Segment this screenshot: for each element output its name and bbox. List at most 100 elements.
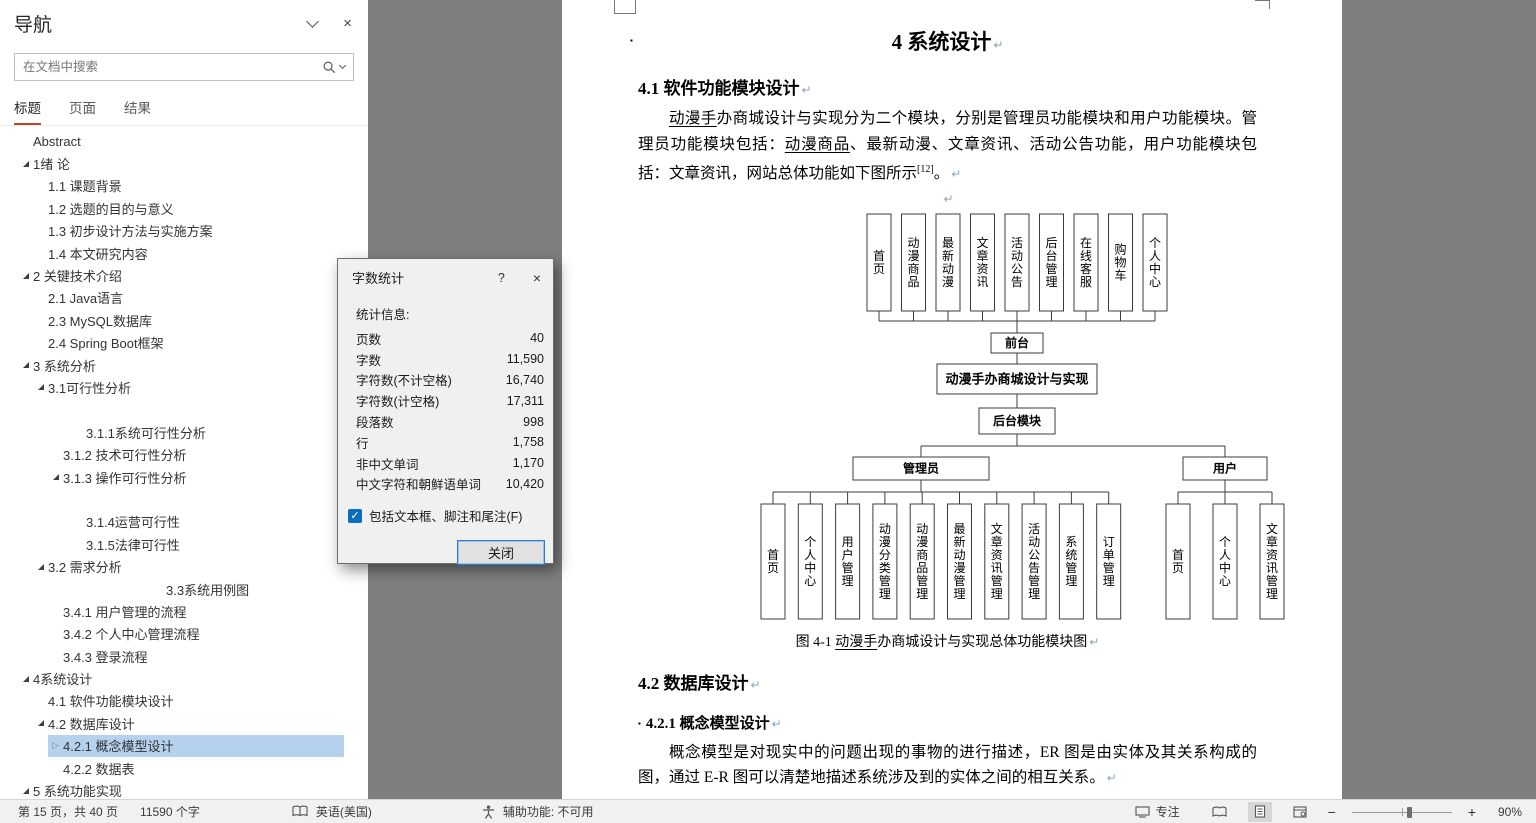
svg-text:动: 动 xyxy=(916,522,928,536)
collapse-triangle-icon[interactable] xyxy=(18,273,33,279)
svg-text:管理员: 管理员 xyxy=(903,460,939,475)
focus-mode-button[interactable]: 专注 xyxy=(1135,803,1180,820)
stat-label: 非中文单词 xyxy=(356,457,419,472)
expand-triangle-icon[interactable]: ▷ xyxy=(52,740,59,751)
svg-text:动: 动 xyxy=(953,548,965,562)
svg-text:漫: 漫 xyxy=(953,561,965,575)
nav-tab-pages[interactable]: 页面 xyxy=(69,101,96,116)
nav-item[interactable]: 2 关键技术介绍 xyxy=(18,264,344,286)
nav-item-label: 3.1.2 技术可行性分析 xyxy=(63,448,187,464)
stat-row: 字符数(不计空格)16,740 xyxy=(356,370,544,391)
read-mode-button[interactable] xyxy=(1208,802,1232,822)
nav-item[interactable]: Abstract xyxy=(18,130,344,152)
zoom-in-button[interactable]: + xyxy=(1467,803,1476,820)
stat-label: 页数 xyxy=(356,332,382,347)
nav-item[interactable]: 2.1 Java语言 xyxy=(33,287,344,309)
stat-label: 行 xyxy=(356,436,369,451)
nav-item[interactable]: 1.4 本文研究内容 xyxy=(33,242,344,264)
stat-value: 11,590 xyxy=(506,352,544,367)
nav-item[interactable]: 3.4.2 个人中心管理流程 xyxy=(48,623,344,645)
nav-item[interactable]: 5 系统功能实现 xyxy=(18,779,344,801)
svg-text:漫: 漫 xyxy=(879,535,891,549)
nav-tab-headings[interactable]: 标题 xyxy=(14,97,41,125)
svg-text:理: 理 xyxy=(953,587,965,601)
nav-item[interactable]: 3.4.3 登录流程 xyxy=(48,645,344,667)
nav-item[interactable]: 3 系统分析 xyxy=(18,354,344,376)
search-input[interactable] xyxy=(15,60,322,74)
nav-item[interactable]: ▷ 4.2.1 概念模型设计 xyxy=(48,734,344,757)
svg-text:理: 理 xyxy=(879,587,891,601)
zoom-slider[interactable] xyxy=(1351,805,1452,819)
collapse-triangle-icon[interactable] xyxy=(18,676,33,682)
nav-item-label: 4.2.1 概念模型设计 xyxy=(63,739,174,755)
language-status[interactable]: 英语(美国) xyxy=(315,805,372,819)
page-number-status[interactable]: 第 15 页，共 40 页 xyxy=(18,805,119,819)
print-layout-button[interactable] xyxy=(1247,801,1272,822)
nav-item[interactable]: 4系统设计 xyxy=(18,667,344,689)
nav-item[interactable]: 3.2 需求分析 xyxy=(33,555,344,577)
nav-item[interactable]: 3.1.2 技术可行性分析 xyxy=(48,443,344,465)
nav-item[interactable]: 1.3 初步设计方法与实施方案 xyxy=(33,220,344,242)
nav-item[interactable]: 2.4 Spring Boot框架 xyxy=(33,332,344,354)
web-layout-button[interactable] xyxy=(1288,802,1312,822)
zoom-slider-tick xyxy=(1401,807,1403,816)
collapse-triangle-icon[interactable] xyxy=(33,384,48,390)
nav-item[interactable]: 1绪 论 xyxy=(18,152,344,174)
zoom-slider-thumb[interactable] xyxy=(1406,806,1412,818)
nav-item[interactable]: 3.1.3 操作可行性分析 xyxy=(48,466,344,488)
nav-item[interactable]: 1.2 选题的目的与意义 xyxy=(33,197,344,219)
collapse-triangle-icon[interactable] xyxy=(33,720,48,726)
nav-tab-results[interactable]: 结果 xyxy=(124,101,151,116)
svg-text:中: 中 xyxy=(1149,261,1161,276)
figure-caption: 图 4-1 动漫手办商城设计与实现总体功能模块图↵ xyxy=(638,631,1257,651)
svg-text:线: 线 xyxy=(1080,249,1092,263)
nav-item[interactable]: 3.1.1系统可行性分析 xyxy=(71,421,344,443)
nav-item[interactable]: 4.1 软件功能模块设计 xyxy=(33,690,344,712)
svg-text:客: 客 xyxy=(1080,261,1092,276)
nav-item-label: 2.4 Spring Boot框架 xyxy=(48,336,164,352)
nav-item[interactable]: 3.1.5法律可行性 xyxy=(71,533,344,555)
collapse-triangle-icon[interactable] xyxy=(48,474,63,480)
accessibility-icon[interactable] xyxy=(482,805,495,819)
dialog-titlebar[interactable]: 字数统计 ? × xyxy=(338,259,553,291)
svg-text:理: 理 xyxy=(1045,275,1057,289)
zoom-out-button[interactable]: − xyxy=(1327,803,1336,820)
nav-item[interactable]: 4.2 数据库设计 xyxy=(33,712,344,734)
close-pane-icon[interactable]: × xyxy=(343,15,352,32)
include-footnotes-option[interactable]: ✓ 包括文本框、脚注和尾注(F) xyxy=(338,494,553,525)
collapse-triangle-icon[interactable] xyxy=(18,161,33,167)
svg-text:个: 个 xyxy=(1219,535,1231,549)
checkbox-checked-icon[interactable]: ✓ xyxy=(348,508,362,523)
nav-item[interactable]: 3.1.4运营可行性 xyxy=(71,511,344,533)
zoom-percentage[interactable]: 90% xyxy=(1497,804,1522,819)
svg-text:讯: 讯 xyxy=(991,561,1003,575)
close-dialog-icon[interactable]: × xyxy=(532,269,541,286)
collapse-triangle-icon[interactable] xyxy=(33,564,48,570)
nav-item[interactable]: 3.4.1 用户管理的流程 xyxy=(48,600,344,622)
search-options-chevron-icon[interactable] xyxy=(338,61,347,69)
document-page[interactable]: ▪ 4 系统设计↵ 4.1 软件功能模块设计↵ 动漫手办商城设计与实现分为二个模… xyxy=(562,0,1342,799)
nav-item[interactable]: 3.3系统用例图 xyxy=(151,578,344,600)
nav-item[interactable]: 3.1可行性分析 xyxy=(33,376,344,398)
svg-text:单: 单 xyxy=(1103,548,1115,562)
nav-blank-row xyxy=(0,488,344,510)
svg-text:中: 中 xyxy=(1219,560,1231,575)
close-button[interactable]: 关闭 xyxy=(457,540,545,566)
svg-text:心: 心 xyxy=(1149,275,1161,289)
svg-text:动: 动 xyxy=(942,262,954,276)
accessibility-status[interactable]: 辅助功能: 不可用 xyxy=(502,805,594,819)
stat-value: 10,420 xyxy=(505,476,544,491)
svg-text:个: 个 xyxy=(804,535,816,549)
chevron-down-icon[interactable] xyxy=(306,15,320,28)
nav-item[interactable]: 1.1 课题背景 xyxy=(33,175,344,197)
collapse-triangle-icon[interactable] xyxy=(18,788,33,794)
collapse-triangle-icon[interactable] xyxy=(18,362,33,368)
nav-item[interactable]: 4.2.2 数据表 xyxy=(48,757,344,779)
proofing-icon[interactable] xyxy=(292,805,308,818)
search-icon[interactable] xyxy=(322,60,337,75)
help-icon[interactable]: ? xyxy=(497,270,505,285)
nav-item[interactable]: 2.3 MySQL数据库 xyxy=(33,309,344,331)
paragraph-mark: ↵ xyxy=(993,38,1004,52)
word-count-status[interactable]: 11590 个字 xyxy=(140,805,200,819)
